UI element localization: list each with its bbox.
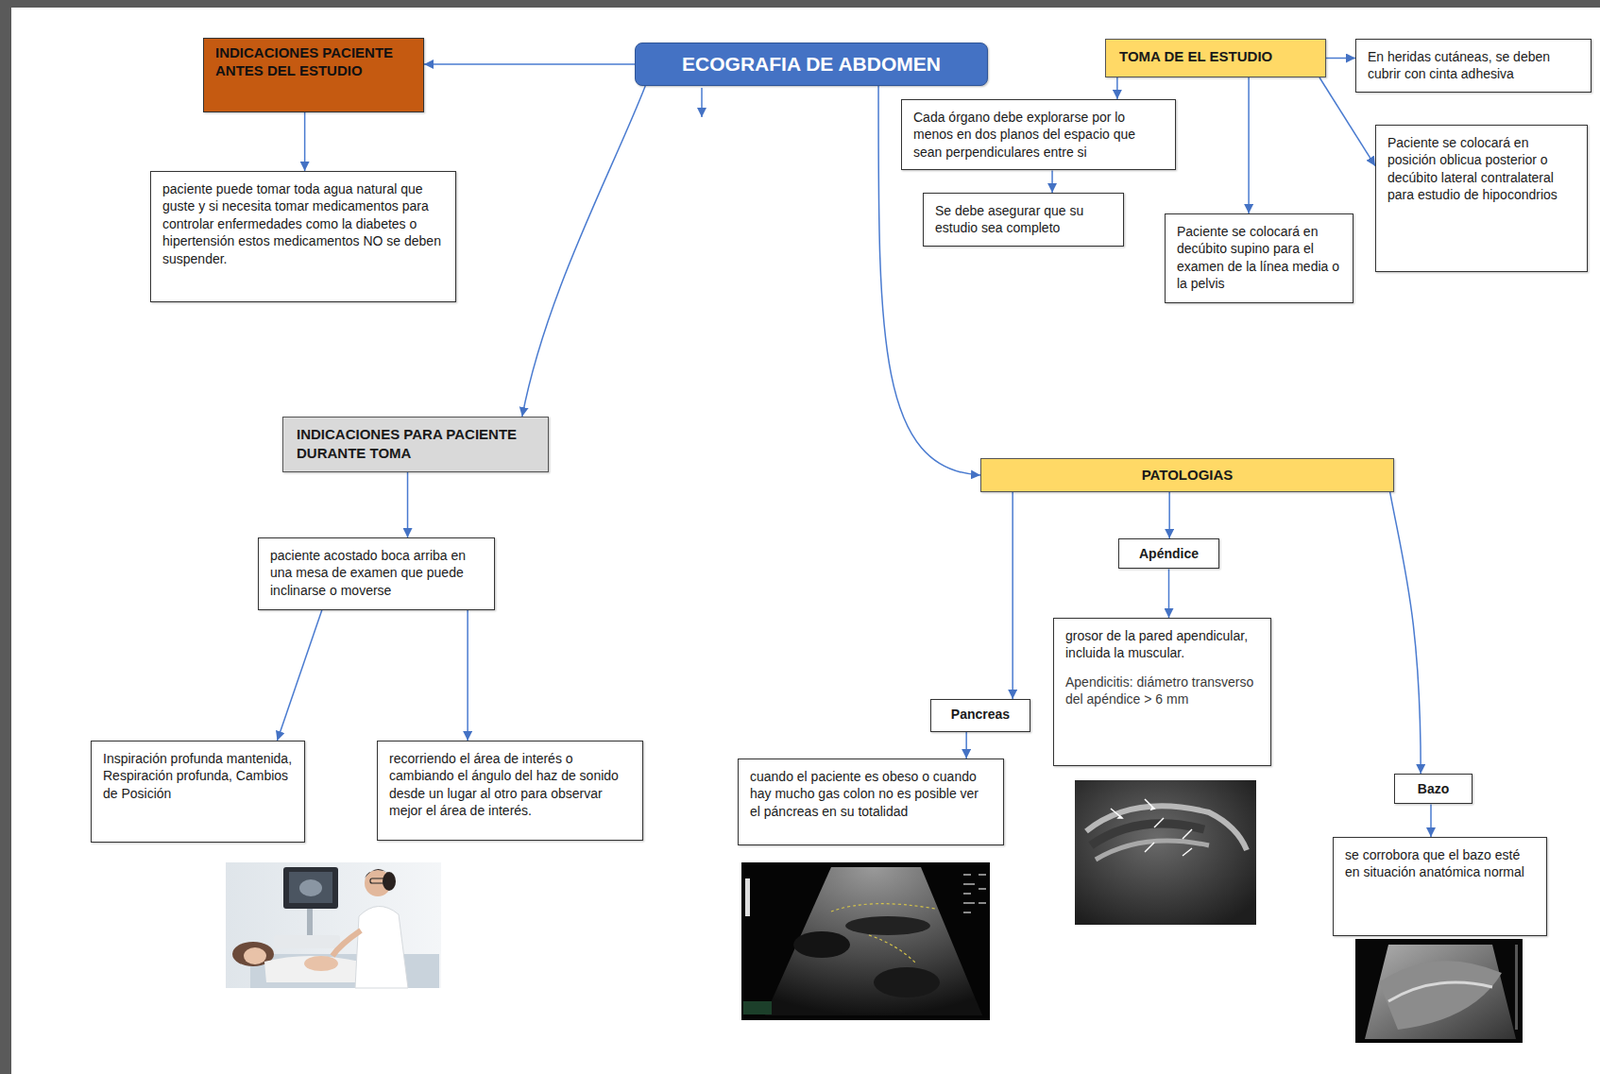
note-box: Inspiración profunda mantenida, Respirac… <box>90 740 306 843</box>
note-box: Paciente se colocará en decúbito supino … <box>1164 213 1354 304</box>
connector-arrow <box>466 610 469 741</box>
node-text: se corrobora que el bazo esté en situaci… <box>1344 846 1535 882</box>
label-box: Bazo <box>1394 773 1473 804</box>
spleen-ultrasound <box>1355 938 1523 1043</box>
note-box: se corrobora que el bazo esté en situaci… <box>1332 836 1548 937</box>
node-text: TOMA DE EL ESTUDIO <box>1119 47 1312 67</box>
node-subtext: Apendicitis: diámetro transverso del apé… <box>1065 673 1260 709</box>
node-text: Apéndice <box>1126 544 1211 562</box>
note-box: Se debe asegurar que su estudio sea comp… <box>922 192 1124 247</box>
connector-arrow <box>1326 57 1356 60</box>
connector-arrow <box>276 610 322 741</box>
node-text: recorriendo el área de interés o cambian… <box>389 749 631 820</box>
node-text: Cada órgano debe explorarse por lo menos… <box>913 108 1164 161</box>
node-text: ECOGRAFIA DE ABDOMEN <box>681 51 941 78</box>
note-box: grosor de la pared apendicular, incluida… <box>1053 617 1272 766</box>
connector-arrow <box>1247 77 1250 214</box>
connector-arrow <box>1429 803 1432 837</box>
node-text: En heridas cutáneas, se deben cubrir con… <box>1367 48 1580 84</box>
connector-arrow <box>407 472 409 538</box>
node-text: Se debe asegurar que su estudio sea comp… <box>935 202 1112 238</box>
connector-arrow <box>1168 492 1171 539</box>
label-box: Apéndice <box>1118 538 1220 569</box>
connector-arrow <box>1011 492 1014 699</box>
label-box: Pancreas <box>930 698 1031 732</box>
title-box: ECOGRAFIA DE ABDOMEN <box>634 42 988 86</box>
header-box: INDICACIONES PACIENTE ANTES DEL ESTUDIO <box>203 37 425 113</box>
header-box: PATOLOGIAS <box>980 458 1395 493</box>
frame-bar <box>0 0 12 1074</box>
connector-arrow <box>522 85 646 417</box>
node-text: Pancreas <box>938 705 1022 723</box>
note-box: paciente acostado boca arriba en una mes… <box>257 537 495 611</box>
node-text: Paciente se colocará en posición oblicua… <box>1387 134 1576 205</box>
arrow-stub <box>700 87 703 118</box>
connector-arrow <box>1390 492 1422 774</box>
note-box: recorriendo el área de interés o cambian… <box>376 740 644 841</box>
ultrasound-photo <box>225 862 442 988</box>
connector-arrow <box>1051 170 1054 193</box>
note-box: cuando el paciente es obeso o cuando hay… <box>737 758 1005 846</box>
text-wrap: ECOGRAFIA DE ABDOMEN <box>681 51 941 78</box>
node-text: INDICACIONES PARA PACIENTE DURANTE TOMA <box>296 425 535 462</box>
note-box: Cada órgano debe explorarse por lo menos… <box>901 99 1176 171</box>
note-box: paciente puede tomar toda agua natural q… <box>150 170 457 303</box>
header-box: INDICACIONES PARA PACIENTE DURANTE TOMA <box>282 416 549 473</box>
node-text: PATOLOGIAS <box>990 465 1384 485</box>
pancreas-ultrasound <box>741 862 990 1021</box>
note-box: Paciente se colocará en posición oblicua… <box>1375 124 1588 273</box>
node-text: Bazo <box>1402 780 1464 798</box>
connector-arrow <box>304 112 307 171</box>
node-text: paciente puede tomar toda agua natural q… <box>162 180 444 268</box>
node-text: INDICACIONES PACIENTE ANTES DEL ESTUDIO <box>215 44 412 81</box>
node-text: Paciente se colocará en decúbito supino … <box>1176 222 1342 293</box>
frame-bar <box>0 0 1600 8</box>
node-text: grosor de la pared apendicular, incluida… <box>1065 627 1260 663</box>
connector-arrow <box>424 63 635 66</box>
appendix-ultrasound <box>1074 780 1257 925</box>
header-box: TOMA DE EL ESTUDIO <box>1105 38 1327 78</box>
node-text: cuando el paciente es obeso o cuando hay… <box>749 767 992 820</box>
node-text: paciente acostado boca arriba en una mes… <box>270 546 483 599</box>
connector-arrow <box>965 731 968 759</box>
node-text: Inspiración profunda mantenida, Respirac… <box>102 749 293 802</box>
connector-arrow <box>1168 568 1171 618</box>
note-box: En heridas cutáneas, se deben cubrir con… <box>1355 38 1592 93</box>
connector-arrow <box>1116 77 1119 100</box>
